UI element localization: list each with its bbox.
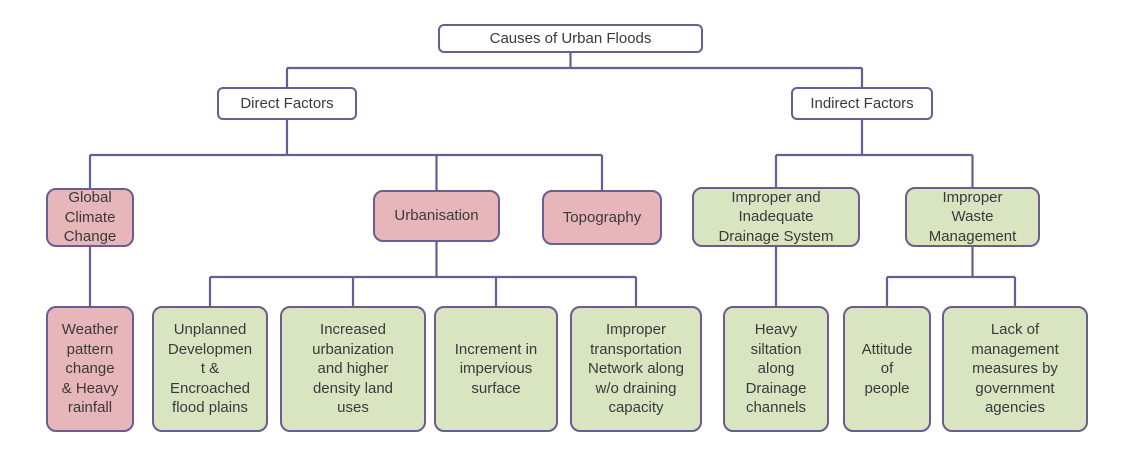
node-label-lack-of-management-measures: Lack of management measures by governmen…: [971, 321, 1059, 417]
node-attitude-of-people: Attitude of people: [843, 306, 931, 432]
node-label-causes-of-urban-floods: Causes of Urban Floods: [489, 29, 652, 47]
node-global-climate-change: Global Climate Change: [46, 188, 134, 247]
node-improper-waste-management: Improper Waste Management: [905, 187, 1040, 247]
node-urbanisation: Urbanisation: [373, 190, 500, 242]
node-label-improper-waste-management: Improper Waste Management: [928, 188, 1017, 245]
node-improper-drainage-system: Improper and Inadequate Drainage System: [692, 187, 860, 247]
node-label-improper-transportation-network: Improper transportation Network along w/…: [588, 321, 684, 417]
node-label-topography: Topography: [562, 208, 642, 226]
node-causes-of-urban-floods: Causes of Urban Floods: [438, 24, 703, 53]
node-label-direct-factors: Direct Factors: [240, 94, 334, 112]
node-lack-of-management-measures: Lack of management measures by governmen…: [942, 306, 1088, 432]
node-label-improper-drainage-system: Improper and Inadequate Drainage System: [718, 188, 834, 245]
node-improper-transportation-network: Improper transportation Network along w/…: [570, 306, 702, 432]
node-direct-factors: Direct Factors: [217, 87, 357, 120]
node-label-attitude-of-people: Attitude of people: [861, 340, 913, 397]
node-label-heavy-siltation: Heavy siltation along Drainage channels: [745, 321, 807, 417]
node-topography: Topography: [542, 190, 662, 245]
node-label-weather-pattern-change: Weather pattern change & Heavy rainfall: [61, 321, 119, 417]
node-label-increment-impervious-surface: Increment in impervious surface: [454, 340, 538, 397]
node-label-unplanned-development: Unplanned Developmen t & Encroached floo…: [167, 321, 253, 417]
node-label-indirect-factors: Indirect Factors: [810, 94, 914, 112]
node-indirect-factors: Indirect Factors: [791, 87, 933, 120]
node-label-urbanisation: Urbanisation: [394, 207, 479, 225]
node-label-increased-urbanization: Increased urbanization and higher densit…: [312, 321, 394, 417]
node-label-global-climate-change: Global Climate Change: [63, 189, 117, 246]
node-increased-urbanization: Increased urbanization and higher densit…: [280, 306, 426, 432]
node-increment-impervious-surface: Increment in impervious surface: [434, 306, 558, 432]
node-unplanned-development: Unplanned Developmen t & Encroached floo…: [152, 306, 268, 432]
node-heavy-siltation: Heavy siltation along Drainage channels: [723, 306, 829, 432]
node-weather-pattern-change: Weather pattern change & Heavy rainfall: [46, 306, 134, 432]
